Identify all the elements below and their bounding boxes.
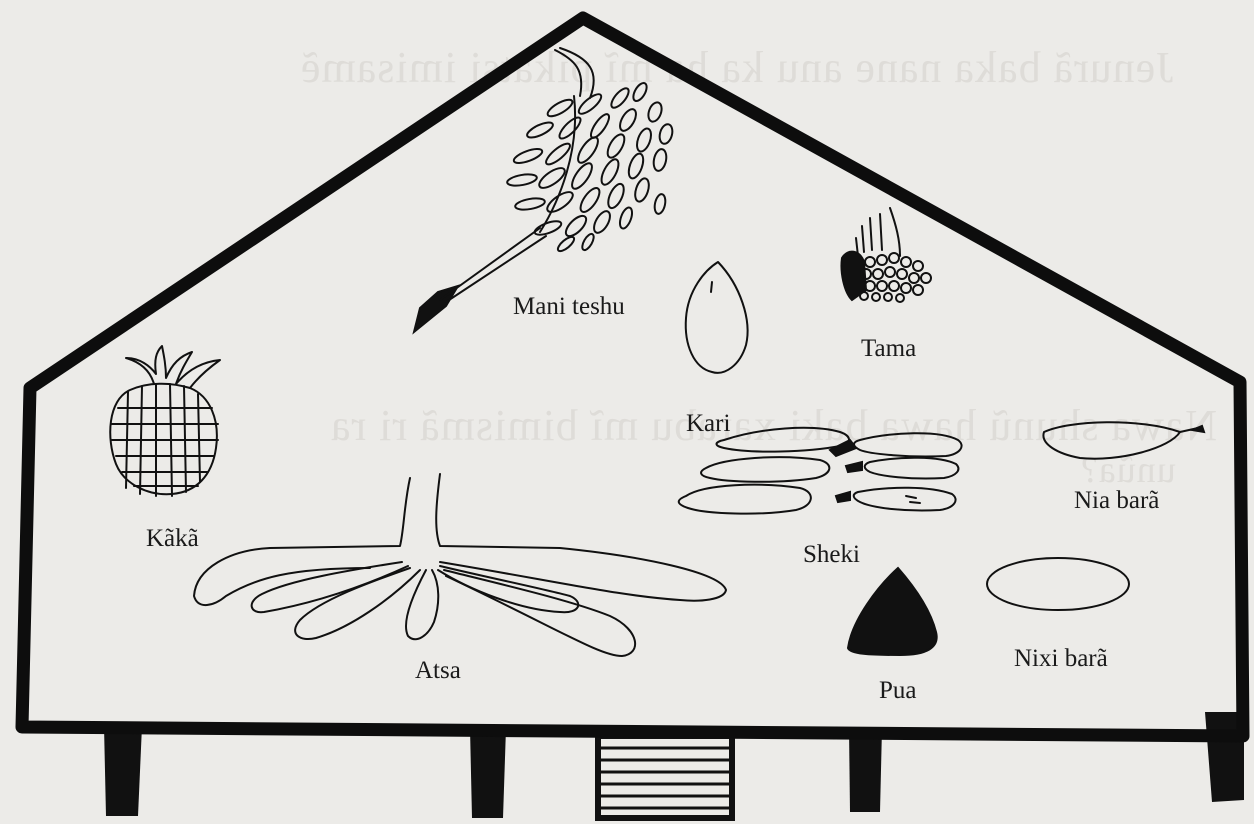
nixi-bara-seed-icon [987, 558, 1129, 610]
label-mani-teshu: Mani teshu [513, 294, 625, 319]
pineapple-icon [110, 346, 220, 496]
label-kaka: Kãkã [146, 526, 199, 551]
label-sheki: Sheki [803, 542, 860, 567]
kari-sweet-potato-icon [679, 428, 962, 514]
ladder-icon [598, 736, 732, 818]
label-kari: Kari [686, 411, 730, 436]
label-pua: Pua [879, 678, 917, 703]
label-nia-bara: Nia barã [1074, 488, 1159, 513]
atsa-cassava-icon [194, 474, 726, 656]
label-atsa: Atsa [415, 658, 461, 683]
pua-seed-icon [848, 568, 937, 655]
banana-bunch-icon [414, 48, 674, 332]
tama-fruit-cluster-icon [841, 208, 931, 302]
label-tama: Tama [861, 336, 916, 361]
label-nixi-bara: Nixi barã [1014, 646, 1108, 671]
nia-bara-seed-icon [1043, 422, 1204, 458]
seed-icon [686, 262, 748, 373]
